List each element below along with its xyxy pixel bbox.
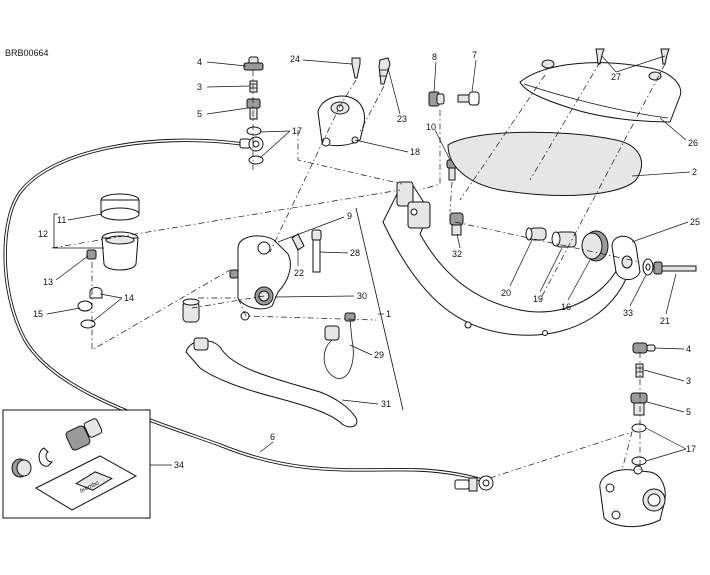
damper-16	[581, 230, 609, 262]
clips-14-15	[77, 287, 103, 329]
callout-24: 24	[290, 54, 300, 64]
clutch-hose	[3, 136, 494, 492]
callout-16: 16	[561, 302, 571, 312]
bolt-21	[653, 261, 697, 275]
callout-14: 14	[124, 293, 134, 303]
callout-20: 20	[501, 288, 511, 298]
reservoir	[101, 231, 139, 271]
reservoir-fitting-13	[86, 249, 97, 260]
banjo-bolt-bottom	[630, 392, 648, 416]
pin-28	[311, 229, 322, 273]
callout-25: 25	[690, 217, 700, 227]
reservoir-cover	[447, 131, 642, 196]
callout-19: 19	[533, 294, 543, 304]
callout-12: 12	[38, 229, 48, 239]
callout-28: 28	[350, 248, 360, 258]
callout-labels: 4 3 5 17 24 23 18 8 7 10 27 26 2 25 11 1…	[33, 50, 700, 470]
pin-22	[291, 233, 305, 251]
assembly-lines	[51, 61, 666, 479]
callout-22: 22	[294, 268, 304, 278]
callout-3: 3	[197, 82, 202, 92]
leader-lines	[46, 55, 691, 466]
screw-7	[457, 91, 480, 106]
callout-10: 10	[426, 122, 436, 132]
callout-34: 34	[174, 460, 184, 470]
callout-32: 32	[452, 249, 462, 259]
slave-cylinder	[599, 465, 666, 527]
callout-4b: 4	[686, 344, 691, 354]
callout-1: 1	[386, 309, 391, 319]
callout-23: 23	[397, 114, 407, 124]
screw-23	[378, 57, 391, 85]
switch-29	[323, 312, 356, 379]
callout-26: 26	[688, 138, 698, 148]
clamp-25	[611, 235, 641, 280]
callout-3b: 3	[686, 376, 691, 386]
bleed-screw-bottom	[632, 342, 656, 354]
bleed-valve-bottom	[635, 363, 644, 378]
callout-5b: 5	[686, 407, 691, 417]
bush-9	[182, 298, 200, 323]
callout-31: 31	[381, 399, 391, 409]
callout-13: 13	[43, 277, 53, 287]
sealing-washers-top	[246, 126, 264, 165]
callout-7: 7	[472, 50, 477, 60]
banjo-bolt-top	[246, 98, 261, 120]
callout-21: 21	[660, 316, 670, 326]
callout-30: 30	[357, 291, 367, 301]
repair-kit-box: brembo	[2, 409, 151, 519]
callout-6: 6	[270, 432, 275, 442]
callout-29: 29	[374, 350, 384, 360]
handguard-shell	[519, 59, 682, 123]
callout-4: 4	[197, 57, 202, 67]
bracket-12	[53, 213, 58, 249]
callout-17b: 17	[686, 444, 696, 454]
bleed-screw-top	[243, 56, 264, 71]
group-bracket-1	[355, 207, 404, 411]
handlebar-clamp	[317, 95, 365, 147]
washer-33	[642, 258, 654, 276]
diagram-code: BRB00664	[5, 48, 49, 58]
callout-5: 5	[197, 109, 202, 119]
callout-8: 8	[432, 52, 437, 62]
callout-9: 9	[347, 211, 352, 221]
screw-24	[351, 57, 361, 79]
callout-2: 2	[692, 167, 697, 177]
clutch-lever	[185, 337, 358, 428]
callout-11: 11	[57, 215, 66, 225]
bushing-19	[551, 231, 577, 248]
bolt-32	[449, 212, 464, 236]
callout-27: 27	[611, 72, 621, 82]
callout-33: 33	[623, 308, 633, 318]
master-cylinder	[229, 235, 291, 321]
callout-17: 17	[292, 126, 302, 136]
reservoir-cap	[100, 193, 140, 221]
bleed-valve-top	[249, 80, 258, 93]
callout-18: 18	[410, 147, 420, 157]
bushing-20	[525, 227, 547, 241]
callout-15: 15	[33, 309, 43, 319]
sealing-washers-bottom	[631, 423, 647, 466]
spacer-8	[428, 91, 445, 107]
